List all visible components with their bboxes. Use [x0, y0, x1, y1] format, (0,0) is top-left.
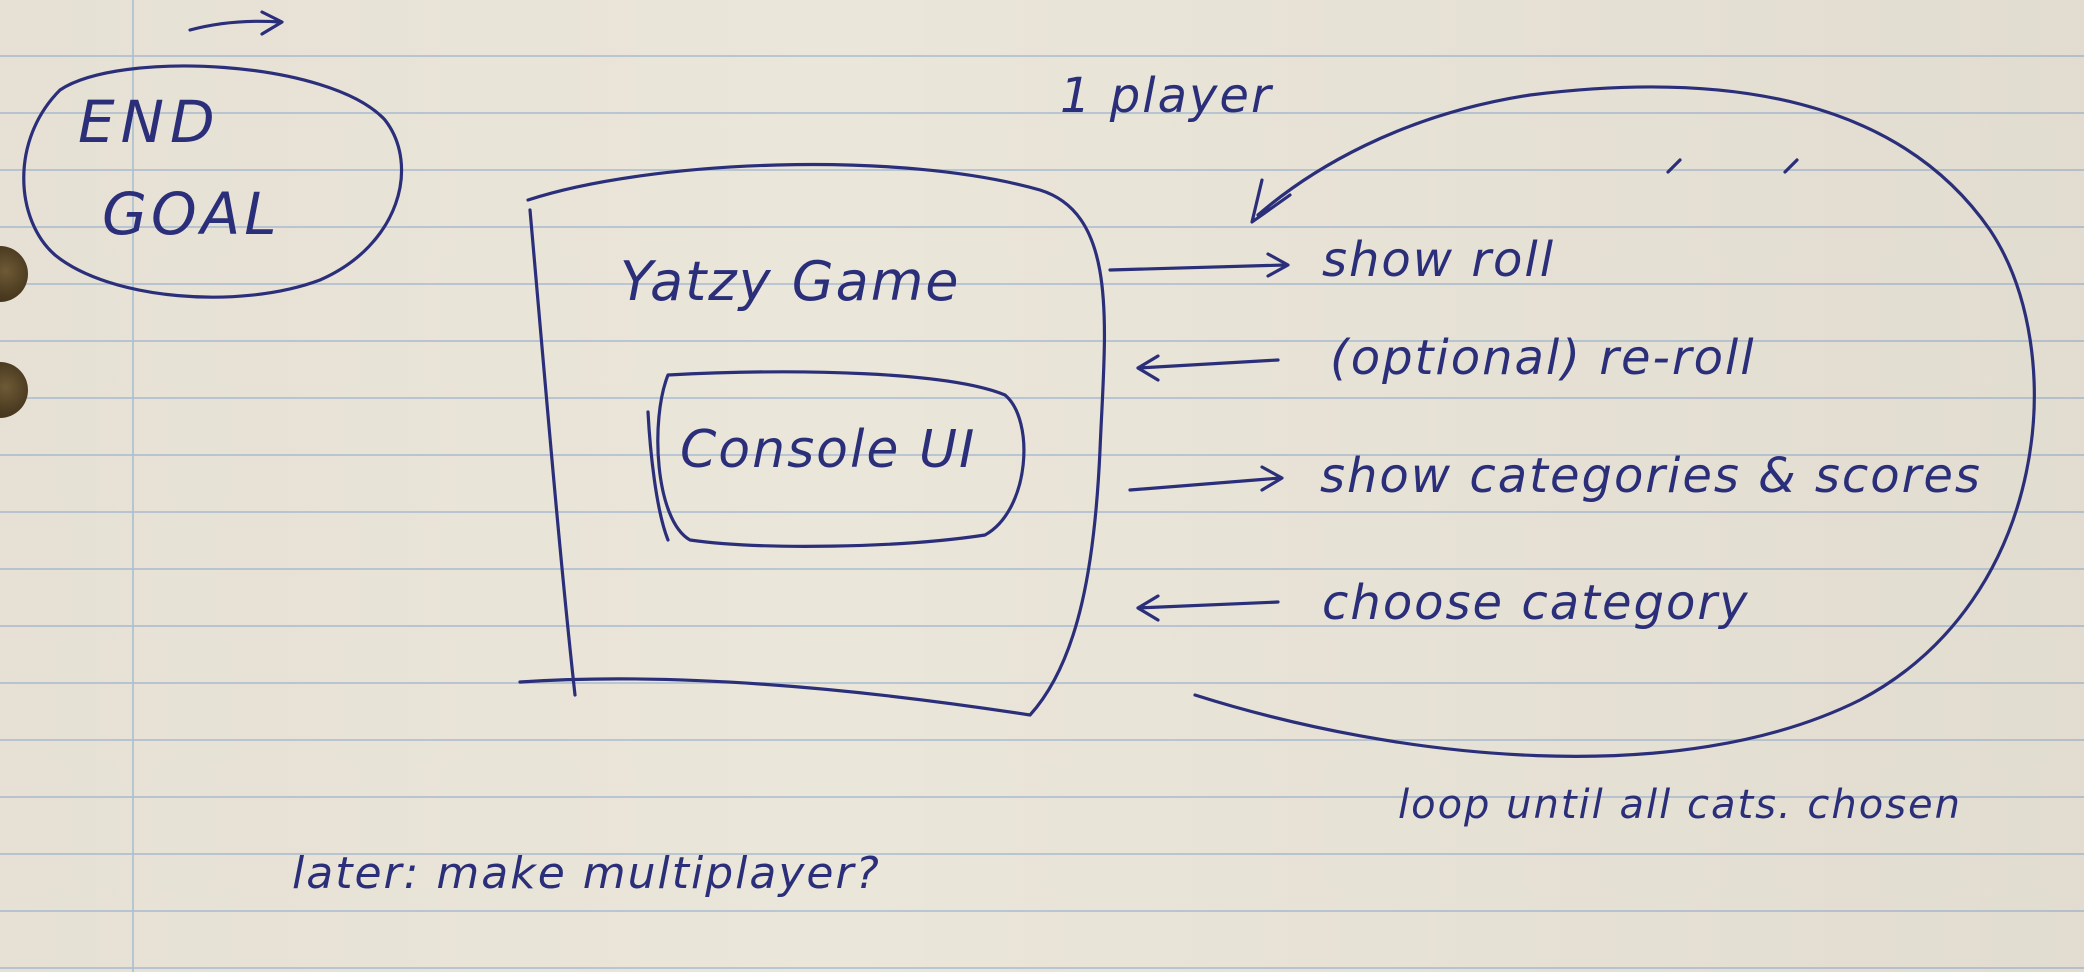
- arrow-re-roll: [1136, 354, 1280, 382]
- arrow-show-roll: [1108, 252, 1290, 278]
- later-note: later: make multiplayer?: [292, 848, 881, 899]
- arrow-choose-category: [1136, 594, 1280, 622]
- loop-note: loop until all cats. chosen: [1398, 782, 1963, 828]
- step-show-categories: show categories & scores: [1320, 448, 1982, 504]
- game-title: Yatzy Game: [620, 250, 961, 313]
- console-ui-label: Console UI: [680, 420, 977, 480]
- player-count-label: 1 player: [1060, 68, 1273, 124]
- end-goal-oval: [22, 64, 404, 299]
- margin-line: [132, 0, 134, 972]
- console-ui-box-edge: [646, 410, 670, 542]
- step-re-roll: (optional) re-roll: [1330, 330, 1756, 386]
- end-goal-label: END: [78, 88, 221, 156]
- arrow-show-categories: [1128, 465, 1284, 492]
- end-goal-pointer-arrow: [188, 10, 284, 36]
- console-ui-box: [656, 370, 1026, 548]
- step-show-roll: show roll: [1322, 232, 1556, 288]
- end-goal-label: GOAL: [102, 180, 281, 248]
- loop-tick-mark: [1666, 158, 1799, 174]
- loop-arrow: [1193, 85, 2036, 758]
- yatzy-game-box: [518, 162, 1107, 717]
- step-choose-category: choose category: [1322, 575, 1750, 631]
